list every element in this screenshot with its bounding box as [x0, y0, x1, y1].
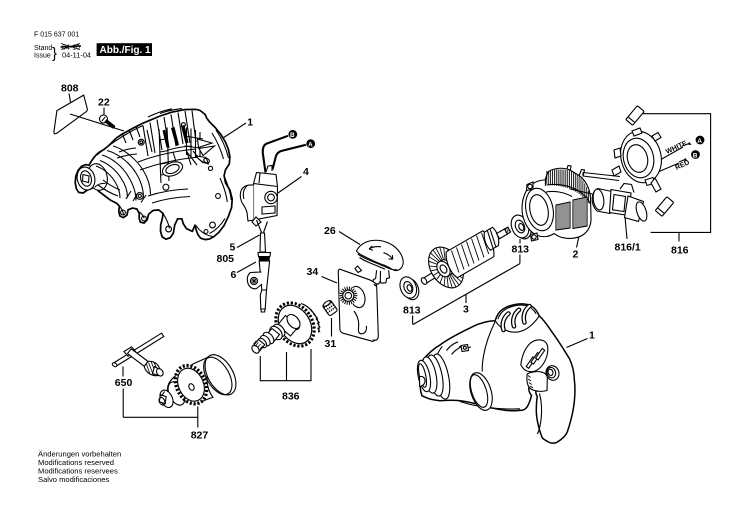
svg-text:813: 813	[403, 305, 421, 317]
svg-text:827: 827	[191, 430, 209, 442]
svg-text:A: A	[308, 141, 313, 148]
svg-text:3: 3	[463, 304, 469, 316]
svg-text:816: 816	[671, 245, 689, 257]
svg-text:Stand: Stand	[34, 45, 52, 52]
svg-text:1: 1	[589, 330, 595, 342]
svg-text:2: 2	[573, 249, 579, 261]
svg-text:Issue: Issue	[34, 53, 51, 60]
svg-text:650: 650	[115, 377, 133, 389]
svg-text:26: 26	[324, 225, 336, 237]
svg-text:4: 4	[303, 166, 309, 178]
svg-text:5: 5	[230, 242, 236, 254]
svg-text:}: }	[52, 45, 57, 62]
svg-text:Salvo modificaciones: Salvo modificaciones	[38, 475, 110, 484]
svg-text:04-11-04: 04-11-04	[62, 51, 91, 60]
svg-text:04-10: 04-10	[62, 45, 80, 52]
svg-text:1: 1	[247, 117, 253, 129]
svg-text:A: A	[697, 138, 702, 145]
svg-text:Modifications reserved: Modifications reserved	[38, 458, 114, 467]
svg-text:Abb./Fig. 1: Abb./Fig. 1	[100, 45, 152, 56]
svg-text:813: 813	[512, 244, 530, 256]
svg-text:805: 805	[217, 253, 235, 265]
svg-text:B: B	[290, 132, 295, 139]
svg-text:Modifications reservees: Modifications reservees	[38, 467, 118, 476]
svg-text:22: 22	[98, 97, 110, 109]
svg-text:6: 6	[231, 269, 237, 281]
svg-text:816/1: 816/1	[615, 242, 641, 254]
svg-text:836: 836	[282, 391, 300, 403]
svg-text:808: 808	[61, 83, 79, 95]
svg-text:31: 31	[325, 338, 337, 350]
svg-text:F 015 637 001: F 015 637 001	[34, 32, 79, 39]
svg-text:Änderungen vorbehalten: Änderungen vorbehalten	[38, 450, 121, 459]
svg-text:B: B	[693, 152, 698, 159]
svg-text:34: 34	[307, 266, 319, 278]
